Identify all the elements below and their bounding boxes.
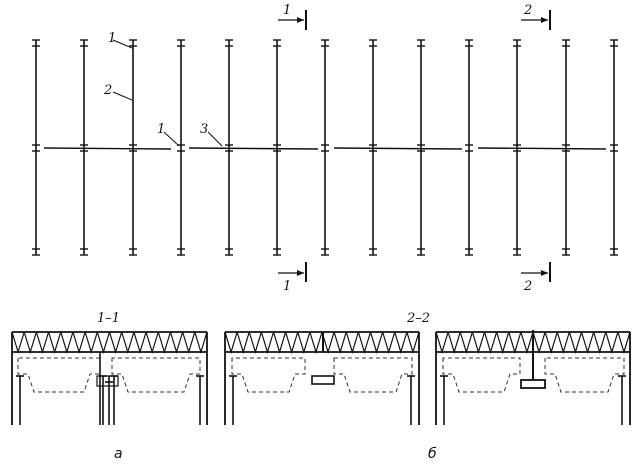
section-cut-2-top-number: 2	[523, 3, 532, 18]
section-2-2-title: 2–2	[406, 311, 430, 326]
section-cut-2-top	[521, 10, 551, 30]
plan-column-line	[513, 39, 521, 256]
section-b1	[224, 331, 420, 425]
plan-column-line	[225, 39, 233, 256]
section-crane-outline	[442, 357, 521, 393]
callout-rafter-mark: 2	[103, 83, 112, 98]
section-a	[11, 331, 208, 425]
plan-column-line	[177, 39, 185, 256]
section-column	[618, 375, 626, 425]
plan-column-line	[273, 39, 281, 256]
plan-column-line	[129, 39, 137, 256]
caption-a: а	[114, 446, 123, 462]
section-column	[196, 375, 204, 425]
plan-crane-beam	[333, 147, 463, 150]
callout-column-mark: 1	[108, 31, 116, 46]
plan-column-line	[417, 39, 425, 256]
section-crane-outline	[544, 357, 625, 393]
section-crane-outline	[17, 357, 101, 393]
plan-column-line	[321, 39, 329, 256]
section-cut-2-bottom-number: 2	[523, 279, 532, 294]
callout-crane-beam-mark: 3	[200, 122, 208, 137]
plan-column-line	[610, 39, 618, 256]
section-cut-1-top	[278, 10, 307, 30]
section-column	[99, 375, 113, 425]
plan-crane-beam	[188, 147, 319, 150]
callout-leaders	[112, 39, 223, 147]
section-crane-outline	[231, 357, 306, 393]
plan-view	[32, 39, 618, 256]
section-crane-outline	[333, 357, 413, 393]
section-column	[16, 375, 24, 425]
section-cut-2-bottom	[521, 262, 551, 282]
plan-column-line	[369, 39, 377, 256]
section-column	[440, 375, 448, 425]
section-cut-1-top-number: 1	[283, 3, 291, 18]
section-truss	[11, 331, 208, 425]
plan-column-line	[32, 39, 40, 256]
section-column	[407, 375, 415, 425]
plan-column-line	[562, 39, 570, 256]
section-crane-outline	[111, 357, 201, 393]
section-column	[229, 375, 237, 425]
section-b2	[435, 330, 631, 425]
plan-crane-beam	[477, 147, 607, 150]
plan-crane-beam	[43, 147, 172, 150]
plan-column-line	[465, 39, 473, 256]
callout-column-mark-2: 1	[157, 122, 165, 137]
cross-sections	[11, 330, 631, 425]
plan-column-line	[80, 39, 88, 256]
caption-b: б	[428, 446, 437, 462]
section-column	[110, 375, 118, 425]
section-cut-1-bottom	[278, 262, 307, 282]
section-1-1-title: 1–1	[97, 311, 120, 326]
section-cut-1-bottom-number: 1	[283, 279, 291, 294]
